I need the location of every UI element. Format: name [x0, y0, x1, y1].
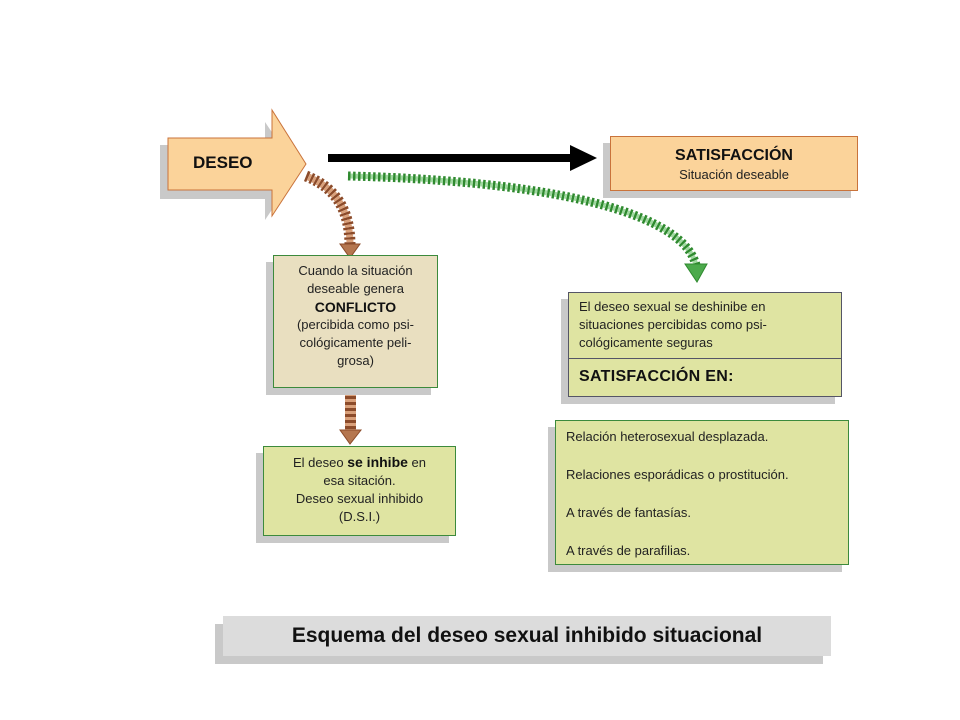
conflicto-line5: cológicamente peli-: [299, 335, 412, 350]
satisfaccion-en-heading: SATISFACCIÓN EN:: [579, 368, 734, 385]
conflicto-line4: (percibida como psi-: [296, 317, 415, 332]
deshinibe-box: El deseo sexual se deshinibe en situacio…: [568, 292, 842, 397]
list-item: A través de parafilias.: [566, 543, 691, 558]
brown-down-arrow: [345, 388, 356, 432]
deshinibe-line2: situaciones percibidas como psi-: [579, 317, 767, 332]
diagram-title: Esquema del deseo sexual inhibido situac…: [223, 616, 831, 656]
deseo-label: DESEO: [193, 153, 253, 172]
inhibe-pre: El deseo: [293, 455, 348, 470]
satisfaccion-subtitle: Situación deseable: [679, 167, 789, 182]
deshinibe-description: El deseo sexual se deshinibe en situacio…: [569, 293, 841, 359]
conflicto-box: Cuando la situación deseable genera CONF…: [273, 255, 438, 388]
conflicto-line1: Cuando la situación: [298, 263, 413, 278]
main-arrow-head: [570, 145, 597, 171]
list-item: Relaciones esporádicas o prostitución.: [566, 467, 789, 482]
deshinibe-line3: cológicamente seguras: [579, 335, 713, 350]
conflicto-strong: CONFLICTO: [314, 299, 397, 315]
inhibe-box: El deseo se inhibe en esa sitación. Dese…: [263, 446, 456, 536]
formas-list: Relación heterosexual desplazada. Relaci…: [566, 428, 838, 560]
brown-down-arrowhead: [339, 429, 363, 445]
satisfaccion-box: SATISFACCIÓN Situación deseable: [610, 136, 858, 191]
inhibe-line3: Deseo sexual inhibido: [295, 491, 424, 506]
green-curve-arrow: [347, 171, 701, 267]
inhibe-line1: El deseo se inhibe en: [264, 453, 455, 472]
formas-box: Relación heterosexual desplazada. Relaci…: [555, 420, 849, 565]
green-curve-arrowhead: [684, 263, 708, 283]
list-item: A través de fantasías.: [566, 505, 692, 520]
inhibe-strong: se inhibe: [347, 454, 408, 470]
brown-curve-arrowhead: [339, 243, 361, 259]
inhibe-line2: esa sitación.: [323, 473, 396, 488]
inhibe-line4: (D.S.I.): [338, 509, 381, 524]
conflicto-line2: deseable genera: [307, 281, 404, 296]
satisfaccion-title: SATISFACCIÓN: [675, 147, 793, 164]
conflicto-line6: grosa): [337, 353, 374, 368]
list-item: Relación heterosexual desplazada.: [566, 429, 769, 444]
deshinibe-line1: El deseo sexual se deshinibe en: [579, 299, 766, 314]
deseo-arrow-shape: [167, 108, 307, 218]
inhibe-post: en: [407, 455, 426, 470]
